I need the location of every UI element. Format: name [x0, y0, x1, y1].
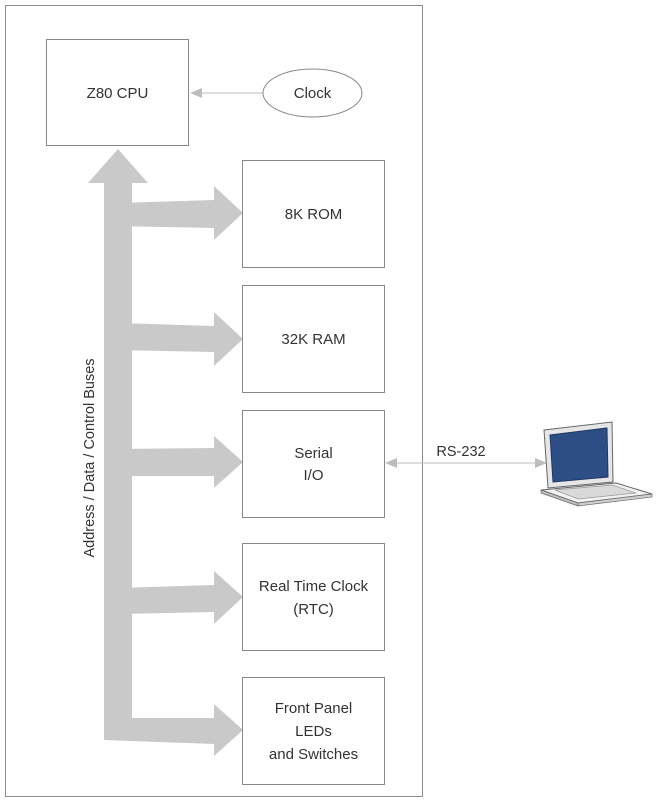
bus-arrow-ram — [118, 312, 243, 366]
ram-label: 32K RAM — [281, 331, 345, 348]
clock-label: Clock — [294, 85, 332, 102]
laptop-icon — [540, 421, 653, 507]
rom-label: 8K ROM — [285, 206, 343, 223]
rtc-label-line1: Real Time Clock — [259, 578, 369, 595]
front-panel-label-line2: LEDs — [295, 723, 332, 740]
rs232-label: RS-232 — [436, 444, 485, 460]
bus-label: Address / Data / Control Buses — [82, 358, 98, 557]
system-bus — [88, 149, 243, 756]
bus-arrow-serial — [118, 436, 243, 488]
serial-label-line1: Serial — [294, 445, 332, 462]
rs232-link: RS-232 — [385, 444, 547, 468]
clock-connector — [190, 88, 263, 98]
clock-block: Clock — [262, 68, 363, 118]
cpu-label: Z80 CPU — [87, 85, 149, 102]
rtc-label-line2: (RTC) — [293, 601, 334, 618]
serial-label-line2: I/O — [303, 467, 323, 484]
bus-arrow-rom — [118, 186, 243, 240]
front-panel-label-line1: Front Panel — [275, 700, 353, 717]
cpu-block: Z80 CPU — [46, 39, 189, 146]
rom-block: 8K ROM — [242, 160, 385, 268]
bus-trunk — [88, 149, 148, 740]
serial-io-block: Serial I/O — [242, 410, 385, 518]
rtc-block: Real Time Clock (RTC) — [242, 543, 385, 651]
front-panel-block: Front Panel LEDs and Switches — [242, 677, 385, 785]
front-panel-label-line3: and Switches — [269, 746, 358, 763]
bus-arrow-front-panel — [104, 704, 243, 756]
bus-arrow-rtc — [118, 571, 243, 624]
ram-block: 32K RAM — [242, 285, 385, 393]
